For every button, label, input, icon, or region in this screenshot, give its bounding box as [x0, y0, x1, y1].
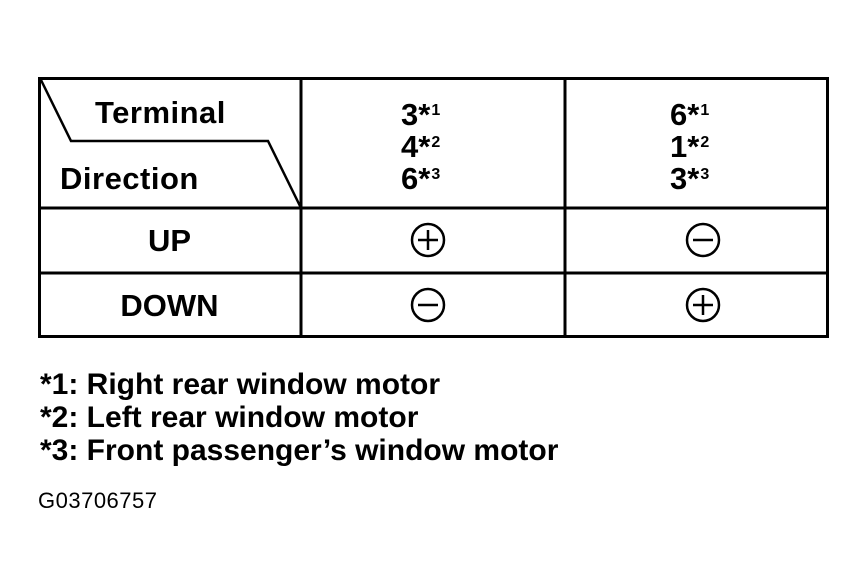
footnote-2: *2: Left rear window motor: [40, 401, 419, 434]
figure-id: G03706757: [38, 488, 158, 513]
terminal-entry: 3*3: [670, 161, 710, 196]
direction-header: Direction: [60, 161, 199, 196]
terminal-column-2: 6*1 1*2 3*3: [670, 99, 709, 195]
terminal-entry: 3*1: [401, 97, 441, 132]
footnotes: *1: Right rear window motor *2: Left rea…: [40, 368, 558, 467]
direction-down-label: DOWN: [120, 288, 219, 323]
terminal-entry: 6*1: [670, 97, 710, 132]
minus-circle-icon: [685, 222, 721, 258]
terminal-entry: 4*2: [401, 129, 441, 164]
table-grid: [38, 77, 829, 338]
terminal-direction-table: Terminal Direction 3*1 4*2 6*3 6*1 1*2 3…: [38, 77, 829, 338]
footnote-3: *3: Front passenger’s window motor: [40, 434, 559, 467]
corner-divider-line: [39, 79, 303, 209]
plus-circle-icon: [685, 287, 721, 323]
plus-circle-icon: [410, 222, 446, 258]
terminal-entry: 6*3: [401, 161, 441, 196]
terminal-header: Terminal: [95, 95, 226, 130]
direction-up-label: UP: [147, 223, 192, 258]
footnote-1: *1: Right rear window motor: [40, 368, 441, 401]
terminal-column-1: 3*1 4*2 6*3: [401, 99, 440, 195]
minus-circle-icon: [410, 287, 446, 323]
terminal-entry: 1*2: [670, 129, 710, 164]
